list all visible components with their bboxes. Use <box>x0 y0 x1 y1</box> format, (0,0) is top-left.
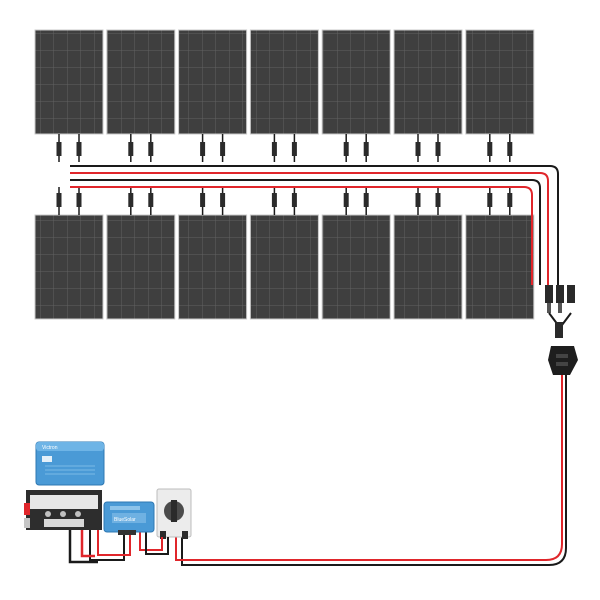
mc4-connector-icon <box>220 142 226 156</box>
mc4-connector-icon <box>435 193 441 207</box>
solar-panel-icon <box>106 214 176 320</box>
mc4-connector-icon <box>56 142 62 156</box>
mc4-connector-icon <box>363 193 369 207</box>
mc4-connector-icon <box>343 142 349 156</box>
charger-to-busbar-cable <box>89 530 131 561</box>
mc4-connector-icon <box>220 193 226 207</box>
mc4-connector-icon <box>415 142 421 156</box>
victron-inverter-icon: Victron <box>35 441 105 486</box>
mc4-connector-icon <box>487 142 493 156</box>
victron-mppt-charger-icon: BlueSolar <box>103 501 155 535</box>
main-feed-cable <box>175 375 567 566</box>
mc4-connector-icon <box>507 193 513 207</box>
mc4-connector-icon <box>128 142 134 156</box>
mc4-connector-icon <box>507 142 513 156</box>
solar-panel-icon <box>106 29 176 135</box>
svg-text:Victron: Victron <box>42 445 58 451</box>
solar-panel-icon <box>178 29 248 135</box>
mc4-connector-icon <box>148 142 154 156</box>
solar-panel-icon <box>465 214 535 320</box>
mc4-connector-icon <box>343 193 349 207</box>
solar-panel-icon <box>465 29 535 135</box>
panel-row-top <box>34 29 535 135</box>
solar-panel-icon <box>178 214 248 320</box>
mc4-connector-icon <box>291 142 297 156</box>
mc4-branch-connector-icon <box>545 285 575 338</box>
mc4-connector-icon <box>291 193 297 207</box>
mc4-connector-icon <box>271 193 277 207</box>
solar-panel-icon <box>34 214 104 320</box>
panel-row-bottom <box>34 214 535 320</box>
solar-panel-icon <box>249 29 319 135</box>
junction-box-icon <box>548 346 578 375</box>
trunk-cables <box>70 165 559 285</box>
svg-text:BlueSolar: BlueSolar <box>114 517 136 523</box>
mc4-connector-icon <box>415 193 421 207</box>
mc4-connector-icon <box>76 193 82 207</box>
lynx-busbar-icon <box>24 490 102 530</box>
panel-wiring <box>56 134 513 215</box>
solar-panel-icon <box>321 214 391 320</box>
mc4-connector-icon <box>363 142 369 156</box>
mc4-connector-icon <box>148 193 154 207</box>
mc4-connector-icon <box>435 142 441 156</box>
solar-panel-icon <box>393 214 463 320</box>
mc4-connector-icon <box>271 142 277 156</box>
solar-panel-icon <box>321 29 391 135</box>
mc4-connector-icon <box>128 193 134 207</box>
mc4-connector-icon <box>200 193 206 207</box>
mc4-connector-icon <box>76 142 82 156</box>
isolator-to-charger-cable <box>139 528 169 555</box>
mc4-connector-icon <box>487 193 493 207</box>
mc4-connector-icon <box>56 193 62 207</box>
dc-isolator-switch-icon <box>156 488 192 539</box>
solar-panel-icon <box>34 29 104 135</box>
solar-panel-icon <box>393 29 463 135</box>
solar-panel-icon <box>249 214 319 320</box>
busbar-cables <box>68 530 98 564</box>
mc4-connector-icon <box>200 142 206 156</box>
